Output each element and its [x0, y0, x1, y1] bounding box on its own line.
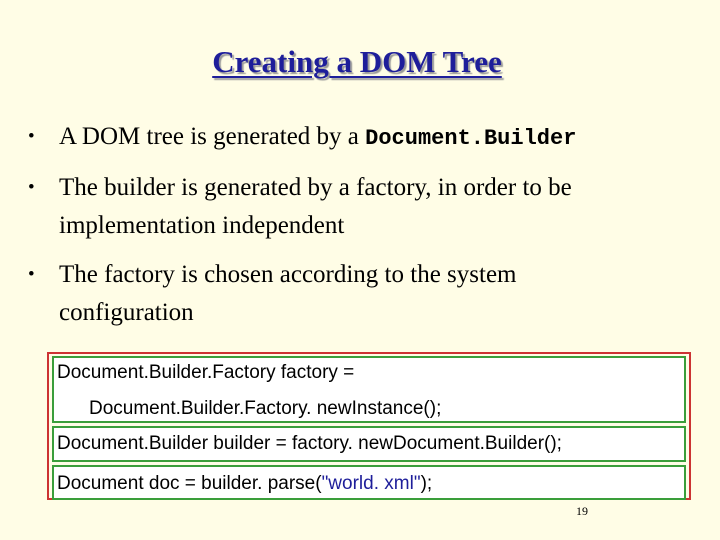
- bullet-marker: •: [28, 126, 35, 147]
- bullet-item: • A DOM tree is generated by a Document.…: [28, 118, 708, 158]
- bullet-text: The factory is chosen according to the s…: [59, 261, 517, 288]
- code-row: [52, 465, 686, 500]
- bullet-code: Document.Builder: [365, 126, 577, 151]
- bullet-text-continued: configuration: [59, 299, 194, 326]
- code-row: [52, 426, 686, 462]
- page-number: 19: [576, 504, 588, 518]
- code-row: [52, 356, 686, 423]
- bullet-item: • The builder is generated by a factory,…: [28, 169, 708, 245]
- bullet-text: The builder is generated by a factory, i…: [59, 174, 572, 201]
- code-line: Document.Builder.Factory factory =: [57, 362, 355, 383]
- bullet-text-continued: implementation independent: [59, 212, 345, 239]
- bullet-marker: •: [28, 177, 35, 198]
- code-line: Document.Builder builder = factory. newD…: [57, 433, 562, 454]
- bullet-list: • A DOM tree is generated by a Document.…: [28, 118, 708, 332]
- code-line: Document.Builder.Factory. newInstance();: [89, 398, 442, 419]
- code-text: );: [420, 473, 433, 494]
- code-string: "world. xml": [321, 473, 421, 494]
- code-line: Document doc = builder. parse("world. xm…: [57, 473, 432, 495]
- bullet-item: • The factory is chosen according to the…: [28, 256, 708, 332]
- bullet-marker: •: [28, 264, 35, 285]
- slide-title: Creating a DOM Tree: [212, 44, 502, 79]
- code-text: Document doc = builder. parse(: [57, 473, 322, 494]
- bullet-text: A DOM tree is generated by a: [59, 123, 366, 150]
